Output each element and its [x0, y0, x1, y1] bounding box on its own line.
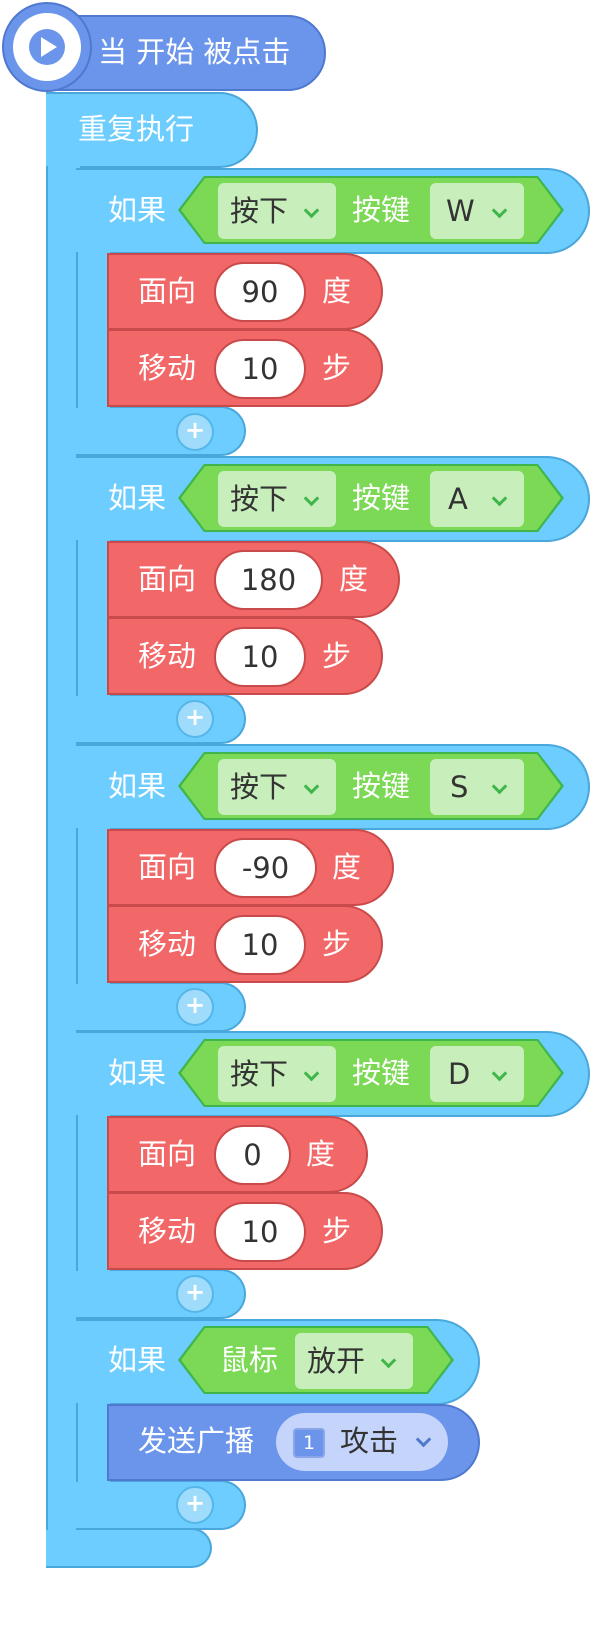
key-dropdown[interactable]: D — [430, 1046, 524, 1102]
press-state-value: 按下 — [230, 1057, 289, 1091]
if-label: 如果 — [108, 481, 167, 515]
chevron-down-icon — [303, 202, 320, 219]
chevron-down-icon — [303, 1065, 320, 1082]
direction-input[interactable]: 90 — [214, 262, 306, 322]
if-mouse-fill — [78, 1321, 110, 1528]
move-steps-label: 移动 — [138, 1214, 197, 1248]
repeat-forever-arm-fill — [48, 94, 80, 1566]
face-direction-label: 面向 — [138, 1137, 197, 1171]
chevron-down-icon — [491, 778, 508, 795]
mouse-state-value: 放开 — [307, 1344, 366, 1378]
face-direction-label: 面向 — [138, 274, 197, 308]
add-block-plus-button[interactable]: + — [176, 988, 214, 1026]
press-state-value: 按下 — [230, 194, 289, 228]
key-dropdown[interactable]: W — [430, 183, 524, 239]
press-state-dropdown[interactable]: 按下 — [218, 183, 336, 239]
steps-unit: 步 — [322, 1214, 352, 1248]
chevron-down-icon — [303, 778, 320, 795]
key-dropdown[interactable]: A — [430, 471, 524, 527]
if-label: 如果 — [108, 1343, 167, 1377]
degree-unit: 度 — [332, 850, 362, 884]
add-block-plus-button[interactable]: + — [176, 413, 214, 451]
message-icon — [293, 1428, 325, 1458]
degree-unit: 度 — [322, 274, 352, 308]
steps-unit: 步 — [322, 351, 352, 385]
press-state-dropdown[interactable]: 按下 — [218, 471, 336, 527]
key-dropdown[interactable]: S — [430, 759, 524, 815]
key-value: A — [448, 482, 468, 516]
move-steps-label: 移动 — [138, 351, 197, 385]
broadcast-message-value: 攻击 — [340, 1424, 399, 1458]
key-label: 按键 — [352, 1056, 411, 1090]
if-label: 如果 — [108, 1056, 167, 1090]
repeat-forever-header[interactable] — [46, 92, 258, 168]
chevron-down-icon — [491, 490, 508, 507]
play-icon[interactable] — [13, 13, 81, 81]
key-value: W — [446, 194, 475, 228]
broadcast-label: 发送广播 — [138, 1424, 255, 1458]
steps-unit: 步 — [322, 927, 352, 961]
message-badge: 1 — [302, 1432, 316, 1454]
if-label: 如果 — [108, 193, 167, 227]
mouse-label: 鼠标 — [220, 1343, 279, 1377]
key-label: 按键 — [352, 769, 411, 803]
steps-input[interactable]: 10 — [214, 339, 306, 399]
chevron-down-icon — [491, 202, 508, 219]
move-steps-label: 移动 — [138, 639, 197, 673]
repeat-forever-label: 重复执行 — [78, 112, 195, 146]
if-label: 如果 — [108, 769, 167, 803]
degree-unit: 度 — [306, 1137, 336, 1171]
add-block-plus-button[interactable]: + — [176, 1275, 214, 1313]
if-block-fill — [78, 1033, 110, 1317]
direction-input[interactable]: -90 — [214, 838, 317, 898]
add-block-plus-button[interactable]: + — [176, 1486, 214, 1524]
key-value: S — [450, 770, 469, 804]
move-steps-label: 移动 — [138, 927, 197, 961]
steps-unit: 步 — [322, 639, 352, 673]
if-block-fill — [78, 746, 110, 1030]
direction-input[interactable]: 0 — [214, 1125, 291, 1185]
press-state-dropdown[interactable]: 按下 — [218, 1046, 336, 1102]
key-label: 按键 — [352, 193, 411, 227]
add-block-plus-button[interactable]: + — [176, 700, 214, 738]
press-state-value: 按下 — [230, 482, 289, 516]
chevron-down-icon — [303, 490, 320, 507]
degree-unit: 度 — [339, 562, 369, 596]
if-block-fill — [78, 458, 110, 742]
press-state-value: 按下 — [230, 770, 289, 804]
chevron-down-icon — [491, 1065, 508, 1082]
chevron-down-icon — [380, 1352, 397, 1369]
when-start-clicked-label: 当 开始 被点击 — [98, 35, 291, 69]
steps-input[interactable]: 10 — [214, 1202, 306, 1262]
if-block-fill — [78, 170, 110, 454]
steps-input[interactable]: 10 — [214, 915, 306, 975]
face-direction-label: 面向 — [138, 562, 197, 596]
direction-input[interactable]: 180 — [214, 550, 323, 610]
mouse-state-dropdown[interactable]: 放开 — [295, 1333, 413, 1389]
steps-input[interactable]: 10 — [214, 627, 306, 687]
key-label: 按键 — [352, 481, 411, 515]
press-state-dropdown[interactable]: 按下 — [218, 759, 336, 815]
key-value: D — [448, 1057, 471, 1091]
face-direction-label: 面向 — [138, 850, 197, 884]
